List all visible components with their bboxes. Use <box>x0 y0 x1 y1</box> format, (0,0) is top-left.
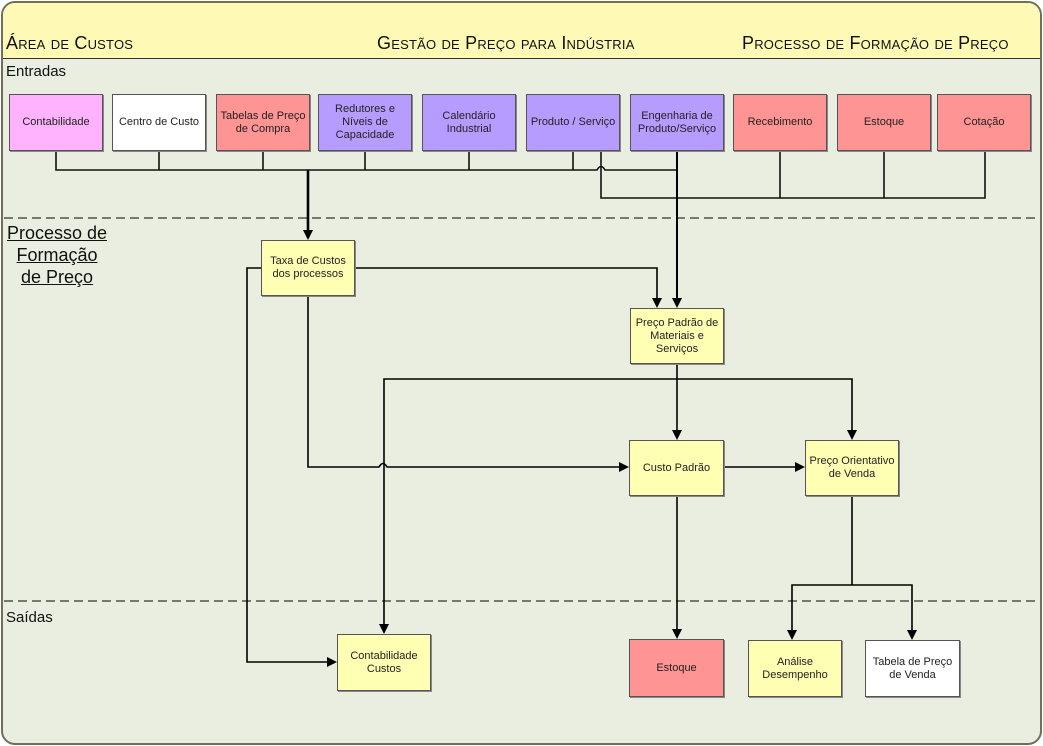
lane-label-outputs: Saídas <box>6 609 53 626</box>
arrow-taxa-to-custo-padrao <box>307 296 629 472</box>
main-title: Gestão de Preço para Indústria <box>377 33 635 53</box>
section-title-line: Processo de <box>6 223 108 243</box>
input-engenharia[interactable]: Engenharia de Produto/Serviço <box>630 94 724 151</box>
process-taxa-custos[interactable]: Taxa de Custos dos processos <box>261 240 355 296</box>
input-produto-servico[interactable]: Produto / Serviço <box>526 94 620 151</box>
input-redutores[interactable]: Redutores e Níveis de Capacidade <box>318 94 412 151</box>
arrow-preco-padrao-to-contab-custos <box>379 378 677 634</box>
process-title: Processo de Formação de Preço <box>742 33 1009 53</box>
input-bus <box>55 151 678 171</box>
header-band: Área de Custos Gestão de Preço para Indú… <box>3 3 1040 59</box>
input-recebimento[interactable]: Recebimento <box>733 94 827 151</box>
process-custo-padrao[interactable]: Custo Padrão <box>629 440 724 496</box>
output-analise-desempenho[interactable]: Análise Desempenho <box>748 640 842 697</box>
section-title-line: de Preço <box>20 267 94 287</box>
arrow-orientativo-to-analise <box>787 584 852 640</box>
lane-label-inputs: Entradas <box>6 63 67 80</box>
input-contabilidade[interactable]: Contabilidade <box>9 94 103 151</box>
arrow-preco-padrao-to-orientativo <box>677 378 857 440</box>
input-centro-de-custo[interactable]: Centro de Custo <box>112 94 206 151</box>
area-title: Área de Custos <box>6 33 134 53</box>
input-tabelas-preco-compra[interactable]: Tabelas de Preço de Compra <box>216 94 310 151</box>
output-contabilidade-custos[interactable]: Contabilidade Custos <box>337 634 431 691</box>
section-title-process: Processo de Formação de Preço <box>4 222 110 288</box>
input-calendario[interactable]: Calendário Industrial <box>422 94 516 151</box>
process-preco-orientativo[interactable]: Preço Orientativo de Venda <box>805 440 899 496</box>
process-preco-padrao[interactable]: Preço Padrão de Materiais e Serviços <box>630 308 724 364</box>
input-bus-2 <box>600 151 986 199</box>
arrow-orientativo-to-tabela <box>852 584 917 640</box>
arrow-taxa-to-contab-custos <box>246 267 337 667</box>
output-estoque[interactable]: Estoque <box>629 639 724 697</box>
output-tabela-preco-venda[interactable]: Tabela de Preço de Venda <box>865 640 960 697</box>
input-cotacao[interactable]: Cotação <box>937 94 1031 151</box>
arrow-taxa-to-preco-padrao <box>355 267 662 308</box>
input-estoque[interactable]: Estoque <box>837 94 931 151</box>
section-title-line: Formação <box>16 245 98 265</box>
